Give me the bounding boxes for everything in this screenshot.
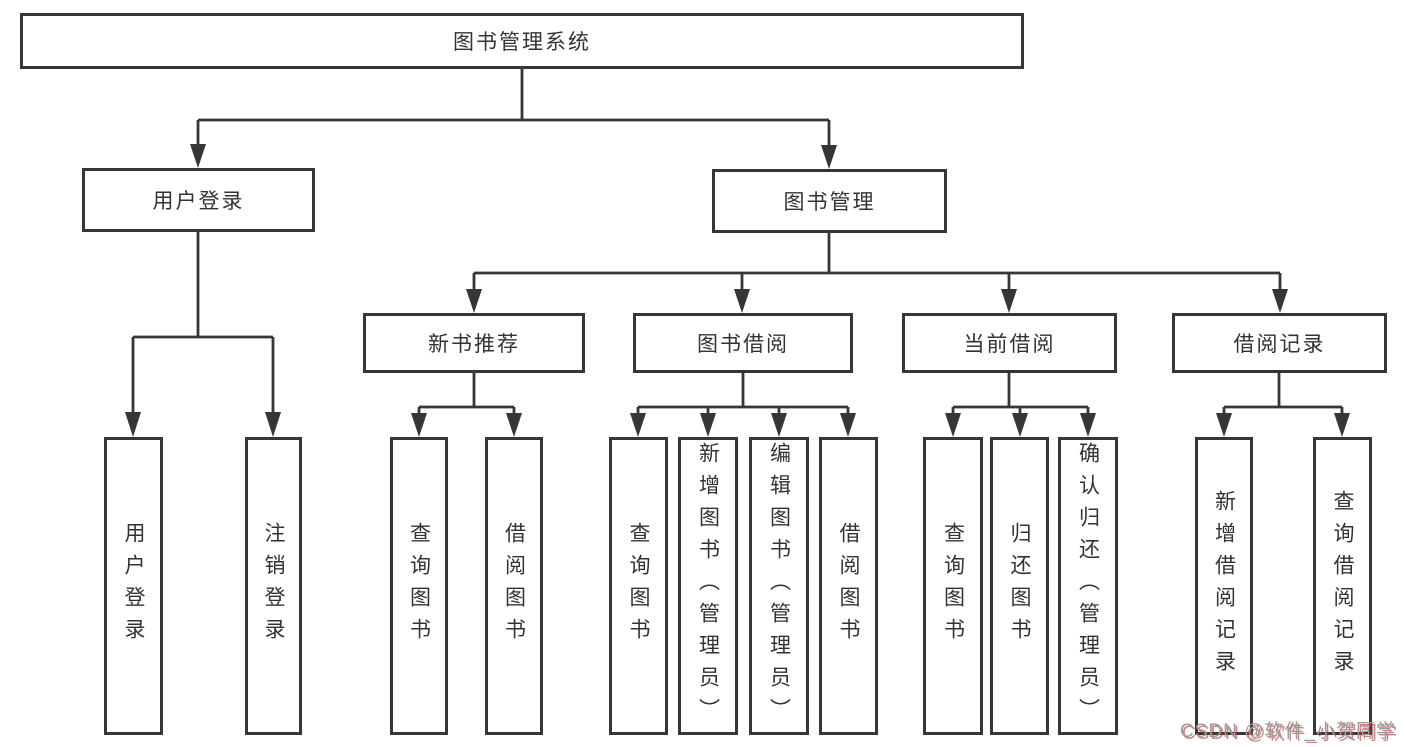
leaf-borrow-books-recommend-label: 借阅图书 [502,522,526,650]
leaf-confirm-return-admin-label: 确认归还（管理员） [1076,442,1100,730]
node-root-label: 图书管理系统 [453,31,591,54]
leaf-add-books-admin: 新增图书（管理员） [678,437,738,735]
node-current-borrow-label: 当前借阅 [963,333,1056,356]
leaf-query-books-borrow-label: 查询图书 [627,522,650,650]
leaf-borrow-books-recommend: 借阅图书 [485,437,543,735]
leaf-user-login: 用户登录 [104,437,163,735]
leaf-add-borrow-record: 新增借阅记录 [1195,437,1253,735]
leaf-logout: 注销登录 [245,437,302,735]
leaf-query-borrow-record-label: 查询借阅记录 [1331,490,1354,682]
leaf-user-login-label: 用户登录 [122,522,145,650]
leaf-return-books: 归还图书 [990,437,1049,735]
leaf-query-books-current: 查询图书 [923,437,983,735]
leaf-query-borrow-record: 查询借阅记录 [1313,437,1372,735]
node-new-book-recommend-label: 新书推荐 [428,333,520,356]
node-user-login: 用户登录 [82,168,315,232]
leaf-query-books-recommend: 查询图书 [390,437,448,735]
node-current-borrow: 当前借阅 [902,313,1117,373]
leaf-edit-books-admin-label: 编辑图书（管理员） [767,442,791,730]
node-borrow-records: 借阅记录 [1172,313,1387,373]
node-book-management-label: 图书管理 [783,191,876,214]
node-root: 图书管理系统 [20,13,1024,69]
csdn-watermark: CSDN @软件_小贺同学 [1180,721,1396,742]
leaf-confirm-return-admin: 确认归还（管理员） [1058,437,1118,735]
leaf-add-books-admin-label: 新增图书（管理员） [696,442,720,730]
leaf-return-books-label: 归还图书 [1008,522,1031,650]
node-borrow-records-label: 借阅记录 [1233,333,1326,356]
node-user-login-label: 用户登录 [152,190,245,213]
leaf-edit-books-admin: 编辑图书（管理员） [749,437,809,735]
node-book-borrow-label: 图书借阅 [697,333,789,356]
leaf-query-books-borrow: 查询图书 [609,437,668,735]
arrowheads [125,144,1350,437]
node-book-management: 图书管理 [712,169,947,233]
leaf-query-books-current-label: 查询图书 [941,522,965,650]
leaf-borrow-books-label: 借阅图书 [837,522,860,650]
node-new-book-recommend: 新书推荐 [363,313,585,373]
node-book-borrow: 图书借阅 [633,313,853,373]
leaf-add-borrow-record-label: 新增借阅记录 [1212,490,1236,682]
leaf-borrow-books: 借阅图书 [819,437,878,735]
leaf-query-books-recommend-label: 查询图书 [407,522,431,650]
leaf-logout-label: 注销登录 [262,522,285,650]
